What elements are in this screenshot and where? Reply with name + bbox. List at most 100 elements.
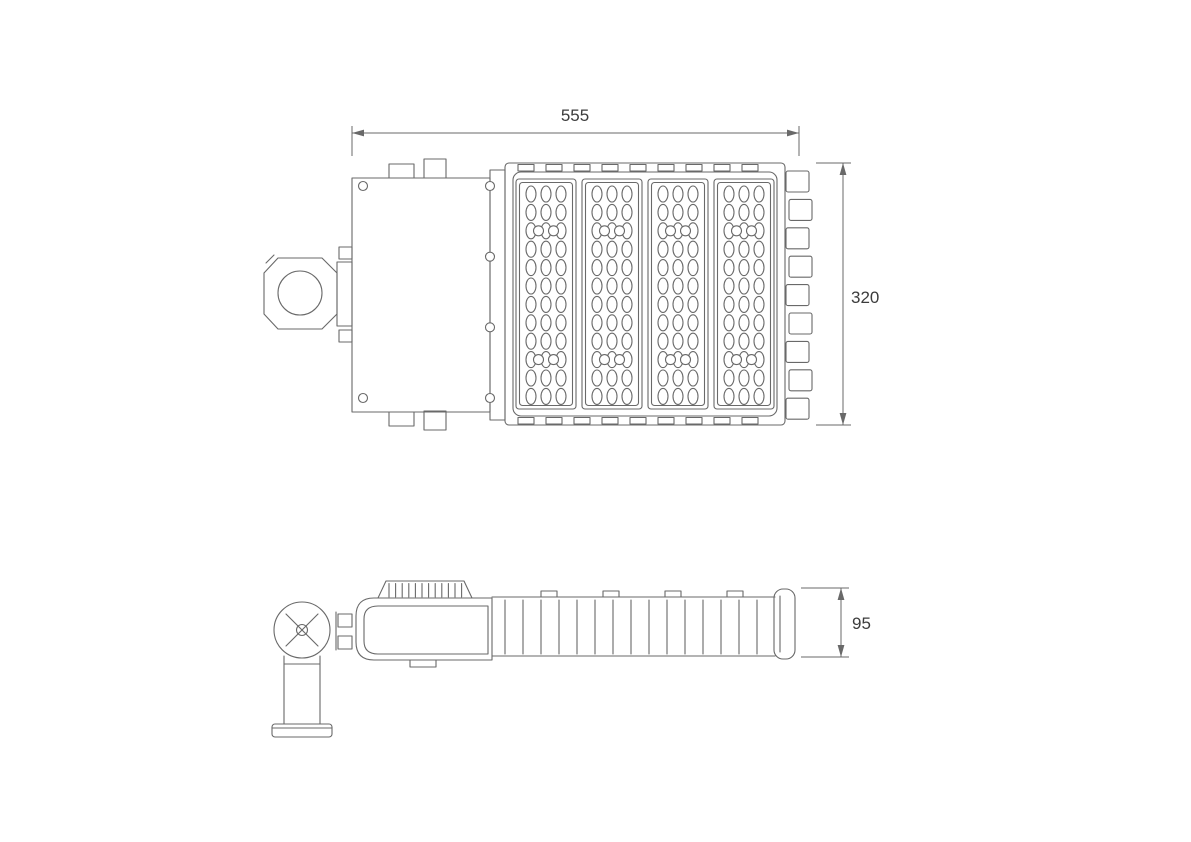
led-module-outer [713,178,775,410]
led-lens [723,185,735,203]
led-lens [687,277,699,295]
led-lens [672,332,684,350]
panel-edge-tab [741,163,759,172]
led-lens [687,387,699,405]
led-lens [723,203,735,221]
led-lens [606,203,618,221]
module-screw [745,354,758,366]
led-module-inner [716,181,772,407]
led-lens [672,295,684,313]
led-lens [621,240,633,258]
led-lens [621,387,633,405]
fin-end [788,312,813,335]
heatsink-top-tabs [540,590,744,598]
panel-edge-tab [573,163,591,172]
housing-screw [357,180,369,192]
led-lens [591,203,603,221]
led-module-outer [581,178,643,410]
driver-bottom-tab-large [423,410,447,431]
knuckle-tab-bottom [337,635,353,650]
panel-edge-tab [545,163,563,172]
panel-edge-tab [657,416,675,425]
led-lens [540,314,552,332]
module-screw [547,225,560,237]
led-lens [621,185,633,203]
led-lens [591,259,603,277]
housing-screw [357,392,369,404]
led-modules [515,178,775,410]
led-lens [687,203,699,221]
led-lens [555,240,567,258]
bracket-tab-bottom [338,329,353,343]
led-lens [687,185,699,203]
fin-end [785,340,810,363]
strip-screw [484,322,496,333]
led-lens [723,277,735,295]
led-lens [738,277,750,295]
led-lens [738,295,750,313]
panel-edge-tab [601,416,619,425]
heatsink-fin-ends [785,170,813,420]
led-lens [525,369,537,387]
led-lens [723,387,735,405]
led-lens [540,387,552,405]
led-lens [753,277,765,295]
led-lens [525,295,537,313]
led-lens [687,240,699,258]
led-lens [555,259,567,277]
led-lens [723,259,735,277]
module-screw [679,225,692,237]
led-lens [555,203,567,221]
led-lens [591,185,603,203]
driver-body-inner [363,605,489,655]
led-lens [606,314,618,332]
led-lens [657,185,669,203]
led-lens [723,332,735,350]
led-lens [753,203,765,221]
led-lens [540,259,552,277]
led-lens [591,332,603,350]
led-lens [753,314,765,332]
led-lens [606,259,618,277]
led-lens [555,295,567,313]
led-lens [606,295,618,313]
led-lens [753,185,765,203]
led-lens [540,185,552,203]
led-lens [672,240,684,258]
module-screw [532,225,545,237]
led-lens [621,203,633,221]
dim-width: 555 [351,106,800,156]
led-lens [621,277,633,295]
fin-end [785,284,810,307]
led-lens [540,240,552,258]
fin-end [785,227,810,250]
led-lens [606,387,618,405]
led-lens [672,369,684,387]
module-screw [730,354,743,366]
led-lens [591,295,603,313]
panel-edge-tab [741,416,759,425]
led-module-inner [584,181,640,407]
led-lens [657,369,669,387]
dim-arrow-right [787,129,799,137]
led-lens [672,203,684,221]
driver-ribs [388,582,463,598]
pole-base-flange [271,723,333,738]
led-panel-inner [512,171,778,417]
panel-edge-tab [545,416,563,425]
dim-arrow-up [839,163,847,175]
led-lens [687,332,699,350]
dim-width-label: 555 [561,106,589,125]
bracket-plate [336,261,353,327]
led-lens [738,387,750,405]
strip-screw [484,392,496,404]
led-lens [657,277,669,295]
driver-bottom-lug [409,659,437,668]
module-screw [598,225,611,237]
led-lens [621,369,633,387]
led-lens [591,369,603,387]
led-lens [657,295,669,313]
led-lens [621,314,633,332]
led-lens [525,203,537,221]
led-lens [738,314,750,332]
